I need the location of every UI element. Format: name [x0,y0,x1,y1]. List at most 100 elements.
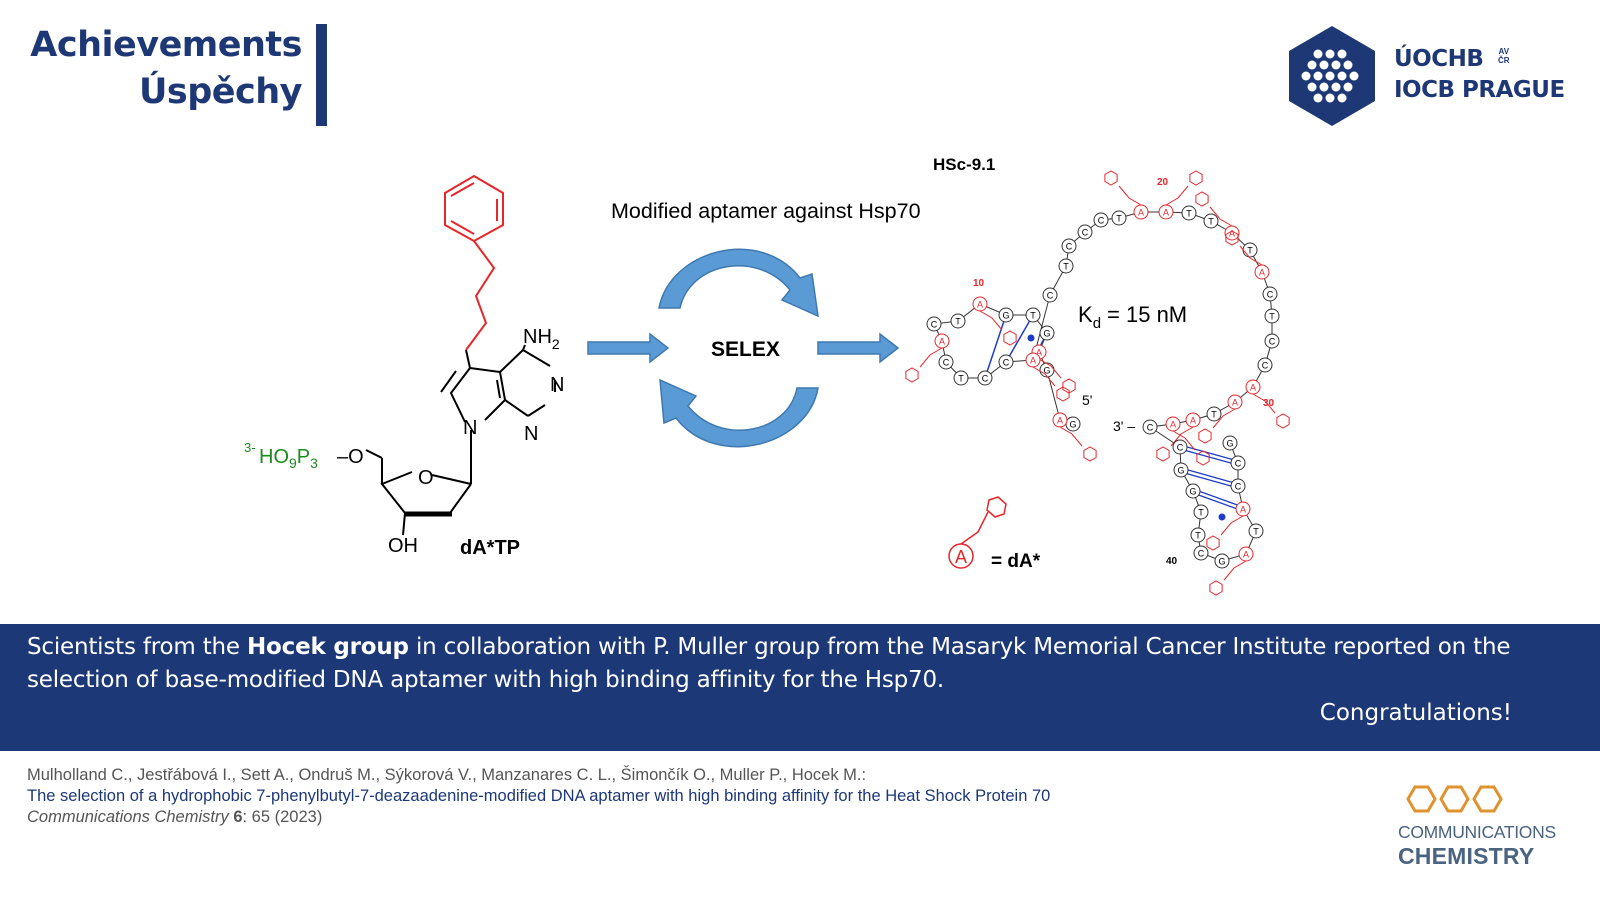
citation-journal: Communications Chemistry 6: 65 (2023) [27,807,1050,828]
phenyl-hexagon [1225,230,1239,246]
nucleotide [1039,325,1055,341]
five-prime-label: 5' [1082,392,1092,408]
nucleotide [977,370,993,386]
phenylbutyl-arm [1172,430,1196,451]
nucleotide-letter: T [1195,531,1201,541]
dATP-molecule [365,174,556,536]
phenylbutyl-arm [1032,366,1056,387]
av-mark-line2: ČR [1498,56,1510,65]
nucleotide [1185,483,1201,499]
av-cr-mark: AV ČR [1498,47,1510,65]
legend-text: = dA* [991,551,1041,572]
nucleotide-letter: G [1043,366,1050,376]
nucleotide-letter: A [1229,229,1235,239]
phenylbutyl-arm [1118,185,1142,206]
iocb-logo-text: ÚOCHB IOCB PRAGUE [1394,44,1565,106]
nucleotide-letter: A [939,337,945,347]
nucleotide-letter: C [1003,358,1010,368]
legend-base-letter: A [955,547,967,567]
phenylbutyl-arm [1165,185,1189,206]
nucleotide-letter: C [943,358,950,368]
phenyl-hexagon [1195,191,1209,207]
label-o-ring: O [418,467,434,489]
phenylbutyl-arm [1223,560,1247,581]
phenyl-hexagon [1083,446,1097,462]
cycle-arrow-top [658,248,819,318]
nucleotide [1206,406,1222,422]
label-charge: 3- [244,440,256,455]
nucleotide-letter: A [1057,416,1063,426]
nucleotide [1077,224,1093,240]
nucleotide-letter: A [1259,268,1265,278]
nucleotide [953,370,969,386]
nucleotide-letter: T [955,317,961,327]
phenylbutyl-arm [1038,358,1062,379]
three-prime-label: 3' – [1113,418,1135,434]
nucleotide-letter: T [1269,312,1275,322]
nucleotide [1257,357,1273,373]
phenylbutyl-arm [1252,393,1276,414]
label-triphosphate: HO9P3 [259,446,318,471]
label-n1: N [550,374,564,396]
nucleotide-letter: T [1253,527,1259,537]
nucleotide [1093,212,1109,228]
nucleotide-letter: A [1170,420,1176,430]
nucleotide [1193,504,1209,520]
position-number: 30 [1263,398,1275,409]
nucleotide [1025,307,1041,323]
phenylbutyl-arm [1212,408,1236,429]
label-n3: N [524,423,538,445]
nucleotide-letter: T [1198,508,1204,518]
phenyl-hexagon [1104,170,1118,186]
research-figure: NH2 N N N O OH –O 3- HO9P3 dA*TP Modifie… [244,155,1290,596]
legend-modified-base: A = dA* [948,496,1041,572]
aptamer-name: HSc-9.1 [933,155,995,174]
journal-pages: : 65 (2023) [242,808,323,826]
nucleotide-letter: C [1147,423,1154,433]
nucleotide [1058,258,1074,274]
arrow-selex-to-aptamer [817,332,900,364]
journal-name: Communications Chemistry [27,808,229,826]
position-number: 20 [1157,177,1169,188]
journal-logo-line1: COMMUNICATIONS [1398,822,1556,842]
kd-value: Kd= 15 nM [1078,302,1187,332]
nucleotide-letter: C [1177,443,1184,453]
nucleotide-letter: A [1190,416,1196,426]
summary-text-start: Scientists from the [27,634,240,660]
citation: Mulholland C., Jestřábová I., Sett A., O… [27,765,1050,828]
nucleotide-letter: C [982,374,989,384]
nucleotide-letter: C [931,320,938,330]
nucleotide [1230,455,1246,471]
title-czech: Úspěchy [138,72,303,112]
nucleotide-letter: C [1066,242,1073,252]
nucleotide-letter: A [977,300,983,310]
selex-cycle [587,248,900,448]
nucleotide-letter: T [1247,246,1253,256]
nucleotide-letter: C [1267,290,1274,300]
nucleotide-letter: A [1232,398,1238,408]
phenyl-hexagon [1003,330,1017,346]
position-number: 40 [1166,556,1178,567]
iocb-name-czech: ÚOCHB [1394,46,1484,72]
nucleotide-letter: A [1240,505,1246,515]
nucleotide [1173,462,1189,478]
citation-title[interactable]: The selection of a hydrophobic 7-phenylb… [27,787,1051,805]
label-n7: N [463,417,477,439]
nucleotide [998,354,1014,370]
label-o-link: –O [337,446,364,468]
caption-modified-aptamer: Modified aptamer against Hsp70 [611,199,921,223]
nucleotide-letter: C [1098,216,1105,226]
av-mark-line1: AV [1498,47,1510,56]
nucleotide-letter: C [1198,549,1205,559]
nucleotide-letter: A [1030,356,1036,366]
nucleotide-letter: T [1030,311,1036,321]
nucleotide-letter: A [1138,208,1144,218]
summary-banner: Scientists from the Hocek group in colla… [0,624,1600,751]
journal-logo-line2: CHEMISTRY [1398,843,1535,869]
phenylbutyl-arm [1170,426,1194,447]
phenylbutyl-arm [1209,206,1233,227]
nucleotide-letter: T [1208,217,1214,227]
nucleotide-letter: T [1063,262,1069,272]
nucleotide-letter: G [1226,439,1233,449]
